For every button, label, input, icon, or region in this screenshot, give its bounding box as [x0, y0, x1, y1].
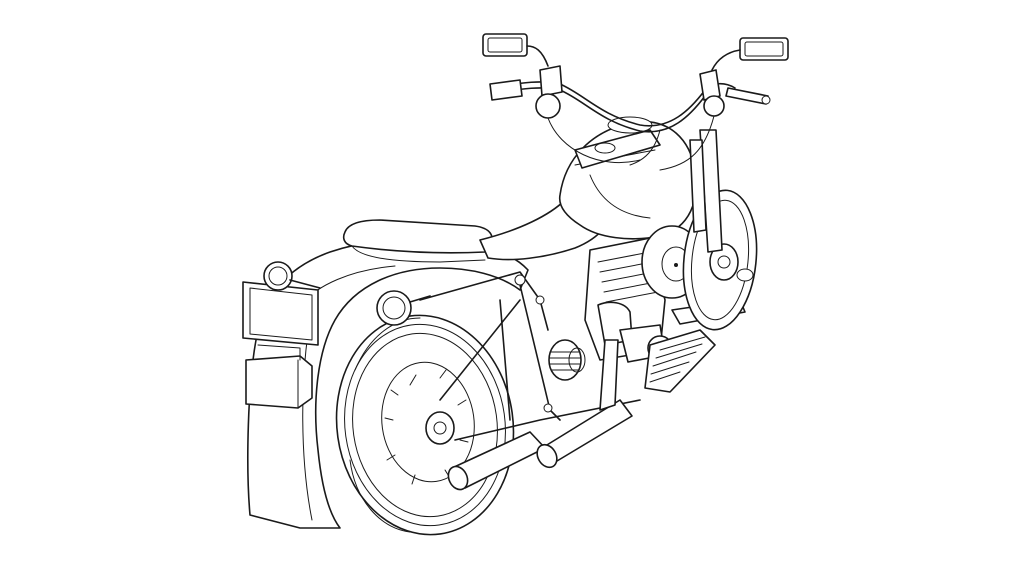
cables [547, 115, 715, 171]
fuel-tank [558, 116, 697, 240]
rear-wheel [335, 314, 515, 536]
rear-turn-signal-left [263, 261, 321, 291]
drive-pulley [548, 339, 586, 381]
front-fork [689, 129, 723, 253]
tail-light [245, 344, 313, 409]
mirror-right [711, 37, 789, 71]
license-plate [242, 281, 319, 346]
handlebar [489, 65, 771, 133]
mirror-left [482, 33, 549, 67]
exhaust-pipe-upper [536, 339, 633, 469]
rear-turn-signal-right [376, 290, 431, 326]
